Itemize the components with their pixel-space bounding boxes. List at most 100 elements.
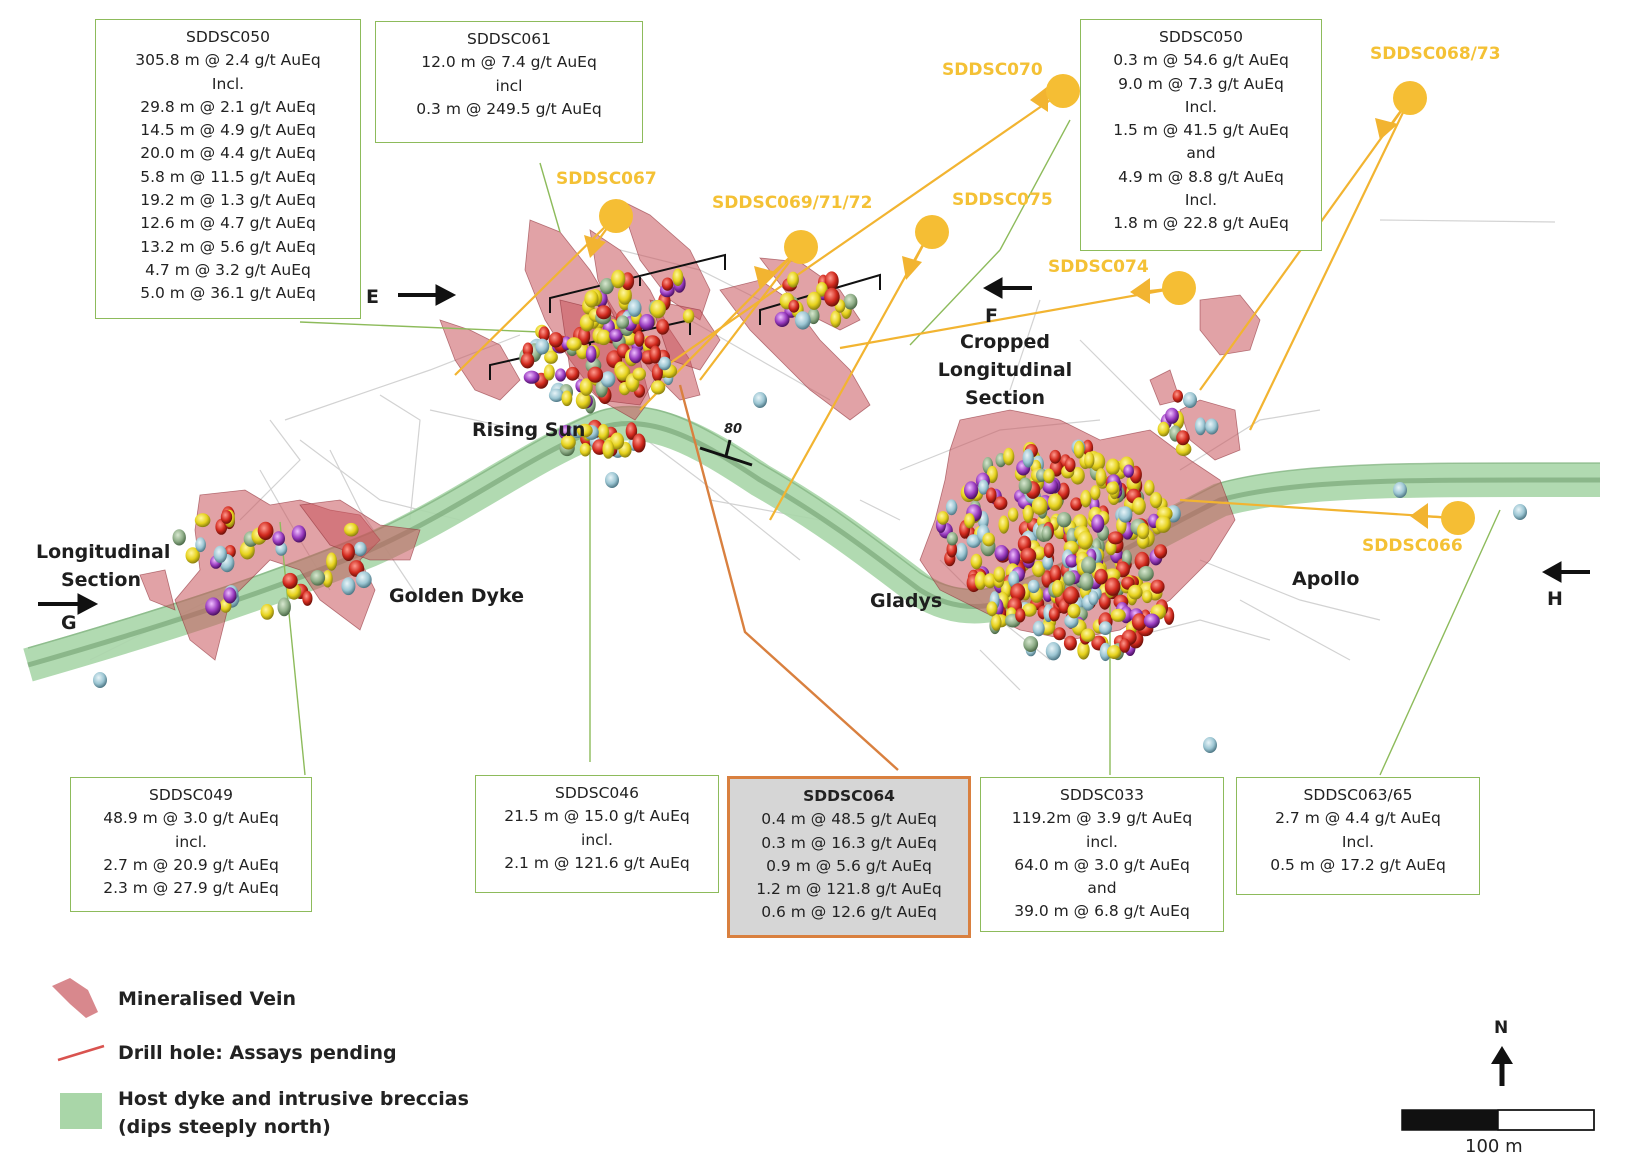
- assay-point: [1175, 442, 1192, 457]
- legend-host-label: Host dyke and intrusive breccias (dips s…: [118, 1088, 469, 1138]
- assay-point: [1032, 620, 1045, 637]
- assay-point: [257, 521, 274, 541]
- assay-point: [561, 434, 576, 450]
- assay-point: [1065, 554, 1079, 568]
- assay-point: [585, 345, 597, 363]
- assay-point: [986, 601, 998, 617]
- assay-point: [1088, 590, 1099, 606]
- assay-point: [650, 299, 666, 319]
- assay-point: [1063, 571, 1076, 586]
- assay-point: [788, 299, 800, 313]
- assay-point: [1003, 447, 1015, 466]
- assay-point: [520, 352, 535, 369]
- assay-point: [1018, 477, 1032, 494]
- assay-point: [627, 299, 642, 317]
- assay-point: [1123, 464, 1134, 478]
- hole-label-sddsc066: SDDSC066: [1362, 536, 1463, 556]
- assay-point: [824, 271, 839, 291]
- assay-point: [644, 335, 661, 350]
- assay-point: [1194, 417, 1207, 436]
- assay-point: [561, 390, 573, 407]
- assay-point: [1203, 737, 1217, 753]
- assay-point: [632, 433, 646, 453]
- assay-point: [1077, 530, 1093, 550]
- assay-point: [998, 515, 1010, 534]
- assay-point: [587, 366, 604, 383]
- assay-point: [611, 269, 626, 289]
- assay-point: [1015, 608, 1026, 623]
- assay-point: [1118, 506, 1133, 523]
- assay-point: [566, 337, 582, 351]
- section-arrows: [38, 277, 1590, 615]
- assay-point: [291, 525, 307, 543]
- assay-point: [1150, 579, 1165, 594]
- assay-point: [993, 566, 1006, 583]
- section-marker-e: E: [366, 286, 379, 308]
- north-label: N: [1494, 1018, 1509, 1038]
- legend-vein-swatch: [52, 978, 98, 1018]
- assay-point: [1137, 522, 1150, 540]
- assay-point: [609, 329, 623, 342]
- assay-point: [978, 479, 989, 495]
- box-title: SDDSC049: [149, 786, 233, 804]
- assay-point: [632, 367, 646, 381]
- assay-point: [1149, 492, 1163, 509]
- assay-point: [1183, 392, 1197, 408]
- assay-point: [1176, 430, 1190, 446]
- hole-label-sddsc069-71-72: SDDSC069/71/72: [712, 193, 873, 213]
- assay-point: [1107, 531, 1124, 545]
- assay-point: [596, 329, 611, 346]
- assay-point: [946, 541, 958, 558]
- assay-point: [1023, 636, 1039, 652]
- legend-vein-label: Mineralised Vein: [118, 988, 297, 1010]
- assay-point: [1008, 570, 1020, 588]
- assay-point: [1042, 555, 1054, 570]
- assay-point: [205, 597, 222, 616]
- assay-point: [1154, 544, 1168, 559]
- assay-point: [579, 442, 591, 457]
- hole-label-sddsc075: SDDSC075: [952, 190, 1053, 210]
- assay-point: [1047, 493, 1063, 512]
- assay-point: [523, 370, 540, 384]
- assay-point: [1155, 515, 1172, 533]
- box-title: SDDSC064: [803, 787, 895, 805]
- assay-point: [1022, 603, 1037, 617]
- assay-point: [355, 571, 372, 589]
- assay-point: [1513, 504, 1527, 520]
- assay-point: [1393, 482, 1407, 498]
- intercept-box-sddsc050-east: SDDSC050 0.3 m @ 54.6 g/t AuEq 9.0 m @ 7…: [1080, 19, 1322, 251]
- assay-point: [991, 614, 1002, 631]
- assay-point: [993, 496, 1008, 511]
- north-arrow: [1491, 1046, 1513, 1086]
- intercept-box-sddsc046: SDDSC046 21.5 m @ 15.0 g/t AuEq incl. 2.…: [475, 775, 719, 893]
- assay-point: [1032, 560, 1046, 578]
- assay-point: [602, 439, 615, 459]
- assay-point: [650, 380, 666, 395]
- scale-bar: [1401, 1109, 1595, 1131]
- assay-point: [1091, 514, 1105, 533]
- assay-point: [1165, 407, 1179, 424]
- assay-point: [625, 422, 638, 440]
- assay-point: [326, 552, 338, 571]
- assay-point: [656, 319, 670, 335]
- assay-point: [983, 573, 997, 589]
- section-marker-h: H: [1547, 588, 1563, 610]
- assay-point: [937, 511, 949, 525]
- assay-point: [753, 392, 767, 408]
- prospect-label-rising-sun: Rising Sun: [472, 419, 586, 441]
- assay-point: [341, 577, 356, 596]
- intercept-box-sddsc033: SDDSC033 119.2m @ 3.9 g/t AuEq incl. 64.…: [980, 777, 1224, 932]
- assay-point: [596, 305, 612, 320]
- assay-point: [1080, 628, 1096, 642]
- assay-point: [616, 315, 630, 329]
- assay-point: [1020, 547, 1037, 564]
- assay-point: [220, 510, 233, 524]
- assay-point: [824, 287, 840, 307]
- assay-point: [1172, 389, 1184, 403]
- assay-point: [575, 391, 591, 409]
- box-title: SDDSC061: [467, 30, 551, 48]
- assay-point: [639, 314, 655, 331]
- intercept-box-sddsc050-west: SDDSC050 305.8 m @ 2.4 g/t AuEq Incl. 29…: [95, 19, 361, 319]
- assay-point: [1010, 583, 1026, 602]
